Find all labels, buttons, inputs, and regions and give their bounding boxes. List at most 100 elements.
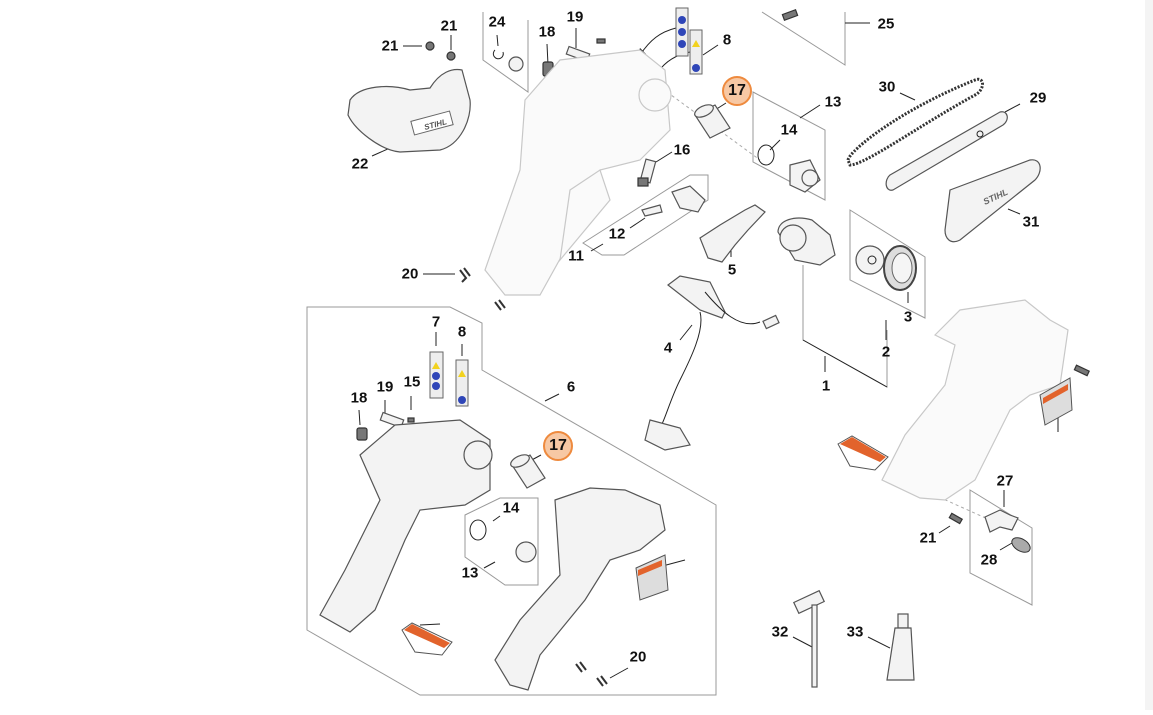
wiring-harness-part-4 — [644, 275, 780, 451]
plate-part-27 — [984, 509, 1019, 533]
callout-21[interactable]: 21 — [440, 17, 458, 35]
callout-5[interactable]: 5 — [727, 261, 737, 279]
callout-16[interactable]: 16 — [673, 141, 691, 159]
leader-12 — [629, 217, 646, 229]
callout-20[interactable]: 20 — [629, 648, 647, 666]
leader-22 — [371, 147, 391, 157]
sprocket-part-2 — [855, 245, 885, 275]
callout-18[interactable]: 18 — [538, 23, 556, 41]
group-box-1 — [802, 265, 888, 388]
leader-20b — [609, 667, 629, 679]
callout-25[interactable]: 25 — [877, 15, 895, 33]
warning-decal-c — [635, 554, 669, 601]
leader-32 — [792, 636, 815, 649]
housing-right-ghost — [881, 299, 1069, 501]
screw-part-25 — [781, 9, 799, 21]
bracket-1 — [802, 339, 888, 388]
combination-wrench-part-32 — [792, 589, 826, 688]
plug-part-16 — [637, 158, 657, 187]
callout-6[interactable]: 6 — [566, 378, 576, 396]
cap-part-13-bottom — [469, 519, 537, 563]
callout-24[interactable]: 24 — [488, 13, 506, 31]
screw-part-21c — [948, 512, 964, 525]
clutch-drum-part-3 — [883, 245, 917, 291]
sleeve-part-17-bottom — [510, 454, 546, 489]
leader-21c — [938, 525, 951, 534]
switch-parts-11-12 — [641, 185, 706, 217]
cap-part-13-top — [757, 144, 821, 193]
arrow-label-7 — [639, 27, 677, 56]
callout-21[interactable]: 21 — [381, 37, 399, 55]
leader-6 — [544, 393, 560, 402]
clip-part-20a — [459, 267, 471, 283]
callout-32[interactable]: 32 — [771, 623, 789, 641]
group-box-25 — [761, 11, 846, 66]
callout-19[interactable]: 19 — [376, 378, 394, 396]
leader-11 — [590, 243, 604, 252]
leader-decal-d — [419, 623, 441, 626]
callout-15[interactable]: 15 — [403, 373, 421, 391]
callout-27[interactable]: 27 — [996, 472, 1014, 490]
callout-21[interactable]: 21 — [919, 529, 937, 547]
callout-1[interactable]: 1 — [821, 377, 831, 395]
callout-28[interactable]: 28 — [980, 551, 998, 569]
callout-18[interactable]: 18 — [350, 389, 368, 407]
leader-16 — [655, 151, 673, 163]
leader-28 — [999, 542, 1013, 551]
callout-2[interactable]: 2 — [881, 343, 891, 361]
callout-14[interactable]: 14 — [780, 121, 798, 139]
housing-right-box6 — [494, 487, 666, 691]
leader-18b — [358, 409, 361, 426]
group-box-6 — [306, 306, 717, 696]
leader-13a — [799, 104, 821, 119]
callout-19[interactable]: 19 — [566, 8, 584, 26]
callout-4[interactable]: 4 — [663, 339, 673, 357]
callout-33[interactable]: 33 — [846, 623, 864, 641]
grease-tube-part-33 — [886, 613, 915, 681]
clip-part-20b — [575, 661, 608, 687]
screws-box6 — [356, 411, 415, 441]
callout-17-highlighted[interactable]: 17 — [722, 76, 752, 106]
callout-8[interactable]: 8 — [722, 31, 732, 49]
leader-29 — [1004, 103, 1021, 113]
group-box-24 — [482, 12, 529, 93]
callout-13[interactable]: 13 — [824, 93, 842, 111]
warning-labels-top — [675, 7, 703, 75]
motor-part — [777, 217, 836, 266]
trigger-part-5 — [699, 204, 766, 263]
leader-24 — [496, 34, 499, 47]
callout-11[interactable]: 11 — [568, 247, 584, 265]
leader-31 — [1007, 208, 1021, 215]
callout-20[interactable]: 20 — [401, 265, 419, 283]
leader-30 — [899, 92, 916, 101]
clip-part-24 — [492, 49, 524, 72]
callout-30[interactable]: 30 — [878, 78, 896, 96]
callout-8[interactable]: 8 — [457, 323, 467, 341]
group-box-11 — [582, 174, 709, 256]
saw-chain-part-30 — [846, 77, 984, 167]
warning-decal-d — [401, 622, 453, 656]
callout-29[interactable]: 29 — [1029, 89, 1047, 107]
leader-13b — [483, 561, 496, 569]
callout-14[interactable]: 14 — [502, 499, 520, 517]
callout-12[interactable]: 12 — [608, 225, 626, 243]
guide-bar-part-29 — [885, 111, 1008, 191]
callout-22[interactable]: 22 — [351, 155, 369, 173]
group-box-13-bottom — [464, 497, 539, 586]
warning-labels-box6 — [429, 351, 469, 407]
leader-8a — [702, 44, 719, 56]
screw-right — [1073, 364, 1090, 377]
group-box-2 — [849, 209, 926, 319]
sleeve-part-17-top — [694, 104, 731, 139]
warning-decal-b — [1039, 377, 1073, 426]
clip-part-20-loose — [494, 299, 506, 311]
callout-17-highlighted[interactable]: 17 — [543, 431, 573, 461]
callout-13[interactable]: 13 — [461, 564, 479, 582]
callout-7[interactable]: 7 — [431, 313, 441, 331]
cap-part-28 — [1011, 537, 1031, 553]
housing-left-box6 — [319, 419, 493, 633]
chain-cover-part-31: STIHL — [944, 159, 1041, 243]
callout-31[interactable]: 31 — [1022, 213, 1040, 231]
callout-3[interactable]: 3 — [903, 308, 913, 326]
